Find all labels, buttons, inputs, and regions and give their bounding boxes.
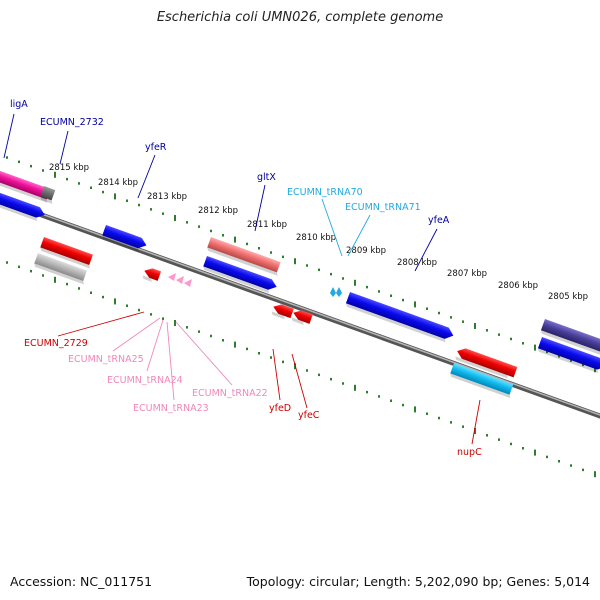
gene-features <box>0 168 600 399</box>
gene-ECUMN_2732-box <box>0 190 45 222</box>
gene-label-yfeC: yfeC <box>298 410 320 421</box>
gene-label-ECUMN_tRNA22: ECUMN_tRNA22 <box>192 388 268 399</box>
gene-purple-edge <box>540 319 600 358</box>
leader-line-yfeD <box>272 348 281 401</box>
gene-nupC-red <box>455 348 518 379</box>
gene-yfeR-box <box>102 225 147 252</box>
gene-yfeA-box <box>345 292 454 343</box>
gene-label-yfeA: yfeA <box>428 215 450 226</box>
tick-label: 2812 kbp <box>198 206 238 216</box>
tick-label: 2808 kbp <box>397 258 437 268</box>
trna-arrow-forward <box>330 287 336 297</box>
gene-grey-box <box>34 253 87 285</box>
leader-line-nupC <box>471 399 481 445</box>
gene-gltX-box <box>207 237 281 276</box>
leader-line-ECUMN_tRNA24 <box>146 319 164 372</box>
gene-nupC-cyan <box>450 363 514 399</box>
gene-yfeC-box <box>291 310 313 325</box>
gene-labels: ligA ECUMN_2732 yfeR gltX ECUMN_tRNA70ECUMN_… <box>3 99 482 458</box>
leader-line-yfeC <box>291 353 308 409</box>
leader-line-yfeR <box>137 154 156 199</box>
gene-ligA-left <box>0 168 51 203</box>
accession-text: Accession: NC_011751 <box>10 574 153 589</box>
tick-label: 2807 kbp <box>447 269 487 279</box>
gene-label-nupC: nupC <box>457 447 482 458</box>
tick-label: 2811 kbp <box>247 220 287 230</box>
leader-line-ECUMN_tRNA70 <box>321 198 343 257</box>
leader-line-ECUMN_2732 <box>59 130 69 165</box>
gene-label-ECUMN_tRNA25: ECUMN_tRNA25 <box>68 354 144 365</box>
gene-label-yfeR: yfeR <box>145 142 167 153</box>
gene-label-ECUMN_tRNA70: ECUMN_tRNA70 <box>287 187 363 198</box>
gene-label-ECUMN_2732: ECUMN_2732 <box>40 117 104 128</box>
leader-line-yfeA <box>414 228 438 272</box>
gene-blue-edge <box>537 337 600 374</box>
leader-line-ECUMN_tRNA25 <box>112 317 161 352</box>
gene-label-yfeD: yfeD <box>269 403 291 414</box>
trna-arrow-reverse <box>184 279 192 287</box>
gene-ECUMN_2729-box <box>40 237 93 269</box>
tick-label: 2810 kbp <box>296 233 336 243</box>
gene-red-small <box>142 268 162 282</box>
tick-label: 2805 kbp <box>548 292 588 302</box>
gene-gltX-fwd <box>203 256 277 294</box>
trna-arrow-reverse <box>168 273 176 281</box>
leader-line-ECUMN_tRNA22 <box>175 321 233 386</box>
gene-label-gltX: gltX <box>257 172 276 183</box>
tick-label: 2813 kbp <box>147 192 187 202</box>
gene-yfeD-box <box>271 304 294 320</box>
trna-arrow-forward <box>336 287 342 297</box>
tick-label: 2809 kbp <box>346 246 386 256</box>
leader-line-ECUMN_tRNA71 <box>347 214 371 257</box>
genome-backbone-highlight <box>0 198 600 416</box>
gene-label-ECUMN_tRNA24: ECUMN_tRNA24 <box>107 375 183 386</box>
trna-arrow-reverse <box>176 276 184 284</box>
leader-line-ligA <box>3 113 15 159</box>
tick-label: 2814 kbp <box>98 178 138 188</box>
tick-label: 2815 kbp <box>49 163 89 173</box>
gene-label-ligA: ligA <box>10 99 28 110</box>
gene-label-ECUMN_2729: ECUMN_2729 <box>24 338 88 349</box>
genome-summary: Topology: circular; Length: 5,202,090 bp… <box>246 574 590 589</box>
scale-ticks: 2815 kbp 2814 kbp 2813 kbp 2812 kbp 2811 kbp… <box>6 156 596 478</box>
leader-line-ECUMN_tRNA23 <box>166 321 175 401</box>
leader-line-ECUMN_2729 <box>57 311 145 337</box>
leader-line-gltX <box>254 184 266 232</box>
map-title: Escherichia coli UMN026, complete genome <box>156 10 444 25</box>
gene-label-ECUMN_tRNA71: ECUMN_tRNA71 <box>345 202 421 213</box>
gene-label-ECUMN_tRNA23: ECUMN_tRNA23 <box>133 403 209 414</box>
gene-darkgrey-edge <box>40 186 56 204</box>
tick-label: 2806 kbp <box>498 281 538 291</box>
